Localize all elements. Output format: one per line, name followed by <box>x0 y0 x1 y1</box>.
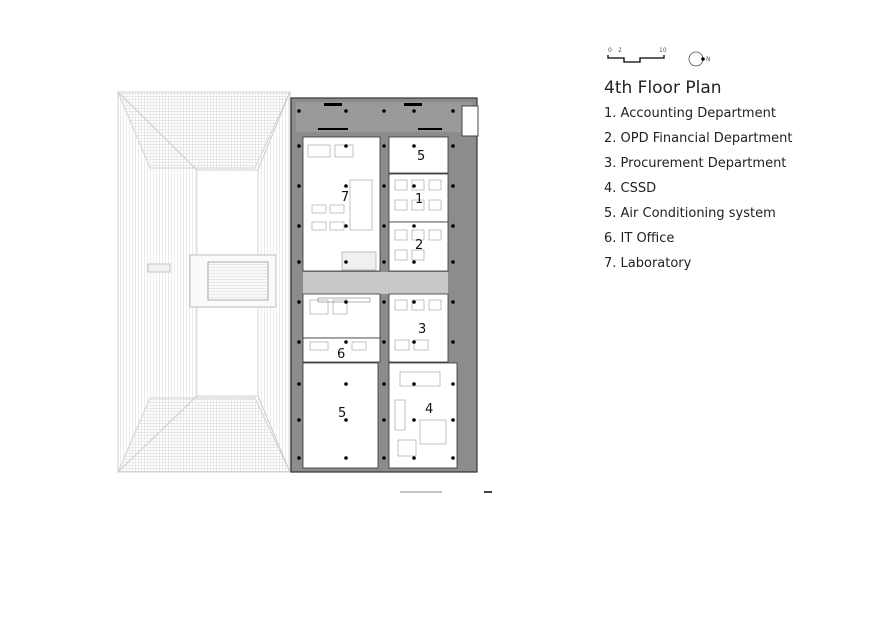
column-marker <box>412 382 416 386</box>
north-label: N <box>706 56 711 63</box>
room-label-accounting: 1 <box>415 192 423 207</box>
room-west-mid <box>302 293 381 339</box>
room-label-procurement: 3 <box>418 322 426 337</box>
room-label-opd-financial: 2 <box>415 238 423 253</box>
corridor <box>303 272 448 294</box>
column-marker <box>344 224 348 228</box>
legend-item: 2. OPD Financial Department <box>604 131 793 146</box>
column-marker <box>451 418 455 422</box>
column-marker <box>451 340 455 344</box>
column-marker <box>412 300 416 304</box>
column-marker <box>344 144 348 148</box>
column-marker <box>451 456 455 460</box>
room-procurement <box>388 293 449 363</box>
column-marker <box>451 224 455 228</box>
column-marker <box>382 382 386 386</box>
legend-item: 5. Air Conditioning system <box>604 206 776 221</box>
column-marker <box>382 418 386 422</box>
column-marker <box>297 456 301 460</box>
room-label-ac-upper: 5 <box>417 149 425 164</box>
scale-tick-10: 10 <box>659 47 667 54</box>
room-cssd <box>388 362 458 469</box>
column-marker <box>344 300 348 304</box>
column-marker <box>344 382 348 386</box>
column-marker <box>297 300 301 304</box>
column-marker <box>412 144 416 148</box>
room-laboratory <box>302 136 381 272</box>
column-marker <box>297 144 301 148</box>
column-marker <box>451 144 455 148</box>
column-marker <box>412 260 416 264</box>
scale-tick-0: 0 <box>608 47 612 54</box>
column-marker <box>297 224 301 228</box>
room-ac-lower <box>302 362 379 469</box>
column-marker <box>297 340 301 344</box>
column-marker <box>451 260 455 264</box>
column-marker <box>451 184 455 188</box>
window-markers <box>318 103 442 130</box>
column-marker <box>451 382 455 386</box>
legend-item: 7. Laboratory <box>604 256 692 271</box>
column-marker <box>382 340 386 344</box>
room-number-labels: 5 7 1 2 3 6 5 4 <box>337 149 433 421</box>
column-marker <box>412 109 416 113</box>
legend-list: 1. Accounting Department 2. OPD Financia… <box>604 104 792 279</box>
legend-item: 6. IT Office <box>604 231 675 246</box>
column-marker <box>297 109 301 113</box>
column-marker <box>412 184 416 188</box>
room-ac-upper <box>388 136 449 174</box>
column-marker <box>412 456 416 460</box>
rooms <box>302 136 458 469</box>
column-marker <box>344 184 348 188</box>
column-marker <box>297 260 301 264</box>
column-marker <box>344 340 348 344</box>
column-marker <box>344 456 348 460</box>
structural-columns <box>297 109 455 460</box>
column-marker <box>382 456 386 460</box>
column-marker <box>412 224 416 228</box>
room-label-it-office: 6 <box>337 347 345 362</box>
column-marker <box>344 109 348 113</box>
legend-item: 4. CSSD <box>604 181 657 196</box>
column-marker <box>382 184 386 188</box>
column-marker <box>297 418 301 422</box>
room-label-laboratory: 7 <box>341 190 349 205</box>
column-marker <box>382 144 386 148</box>
column-marker <box>344 418 348 422</box>
column-marker <box>382 300 386 304</box>
room-label-cssd: 4 <box>425 402 433 417</box>
column-marker <box>382 109 386 113</box>
column-marker <box>451 109 455 113</box>
room-accounting <box>388 173 449 223</box>
column-marker <box>297 382 301 386</box>
legend-item: 1. Accounting Department <box>604 106 776 121</box>
scale-tick-2: 2 <box>618 47 622 54</box>
column-marker <box>344 260 348 264</box>
column-marker <box>412 418 416 422</box>
column-marker <box>382 224 386 228</box>
column-marker <box>451 300 455 304</box>
column-marker <box>412 340 416 344</box>
room-label-ac-lower: 5 <box>338 406 346 421</box>
legend-item: 3. Procurement Department <box>604 156 787 171</box>
adjacent-roof <box>117 91 291 473</box>
column-marker <box>297 184 301 188</box>
column-marker <box>382 260 386 264</box>
furniture <box>307 144 447 457</box>
plan-title: 4th Floor Plan <box>604 78 722 98</box>
scale-bar: 0 2 10 N <box>607 47 711 67</box>
north-arrow-icon <box>688 51 705 67</box>
